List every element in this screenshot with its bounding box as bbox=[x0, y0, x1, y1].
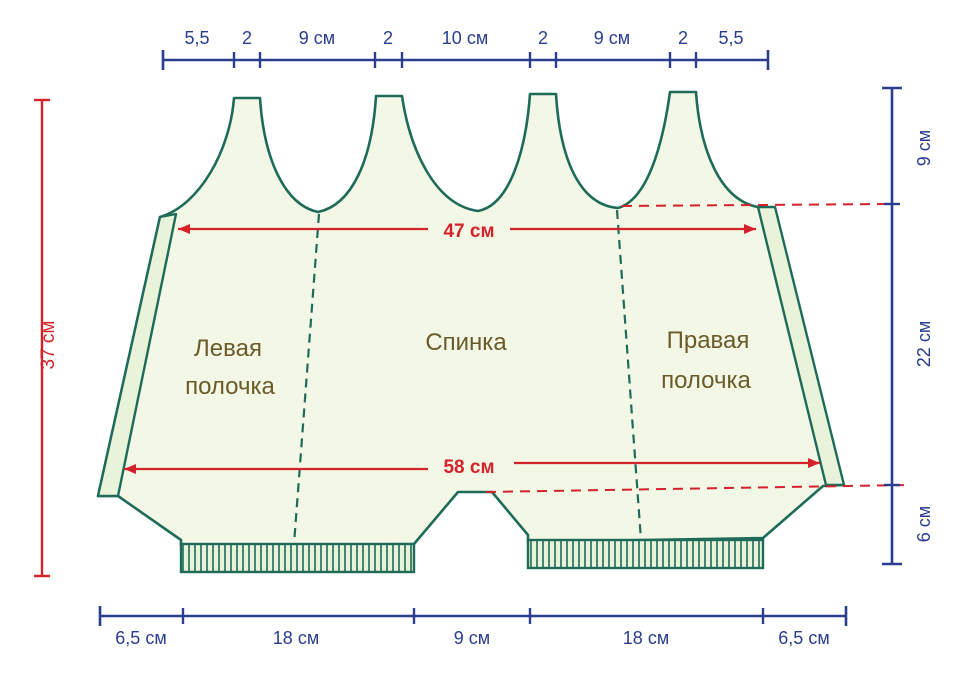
lower-width-label: 58 см bbox=[443, 457, 494, 478]
upper-width-label: 47 см bbox=[443, 221, 494, 242]
top-dim-label: 2 bbox=[242, 28, 252, 48]
top-dim-label: 5,5 bbox=[718, 28, 743, 48]
top-dim-label: 2 bbox=[383, 28, 393, 48]
top-dim-label: 9 см bbox=[594, 28, 630, 48]
upper-width-arrow-left bbox=[178, 224, 190, 234]
bottom-dim-label: 6,5 см bbox=[778, 628, 829, 648]
lower-width-arrow-left bbox=[124, 464, 136, 474]
top-dim-label: 10 см bbox=[442, 28, 488, 48]
right-front-label-line2: полочка bbox=[661, 367, 751, 394]
height-label: 37 см bbox=[38, 321, 59, 370]
back-label: Спинка bbox=[425, 329, 507, 356]
bottom-dim-label: 18 см bbox=[623, 628, 669, 648]
left-ribbing bbox=[179, 542, 416, 574]
top-dim-label: 5,5 bbox=[184, 28, 209, 48]
lower-guide-dashed bbox=[485, 484, 909, 493]
right-dim-label: 6 см bbox=[914, 506, 934, 542]
right-side-seam bbox=[615, 209, 643, 541]
right-front-label-line1: Правая bbox=[667, 327, 750, 354]
top-dim-label: 9 см bbox=[299, 28, 335, 48]
lower-width-arrow-right bbox=[808, 458, 820, 468]
right-ribbing bbox=[526, 538, 765, 570]
top-dim-label: 2 bbox=[538, 28, 548, 48]
right-dim-label: 22 см bbox=[914, 321, 934, 367]
bottom-dim-label: 9 см bbox=[454, 628, 490, 648]
top-dim-label: 2 bbox=[678, 28, 688, 48]
left-front-label-line2: полочка bbox=[185, 373, 275, 400]
bottom-dim-label: 18 см bbox=[273, 628, 319, 648]
left-side-seam bbox=[292, 213, 321, 545]
upper-width-arrow-right bbox=[744, 224, 756, 234]
right-front-band bbox=[756, 205, 846, 487]
right-dim-label: 9 см bbox=[914, 130, 934, 166]
upper-guide-dashed bbox=[621, 203, 893, 207]
bottom-dim-label: 6,5 см bbox=[115, 628, 166, 648]
left-front-label-line1: Левая bbox=[194, 335, 262, 362]
left-front-band bbox=[96, 212, 178, 498]
